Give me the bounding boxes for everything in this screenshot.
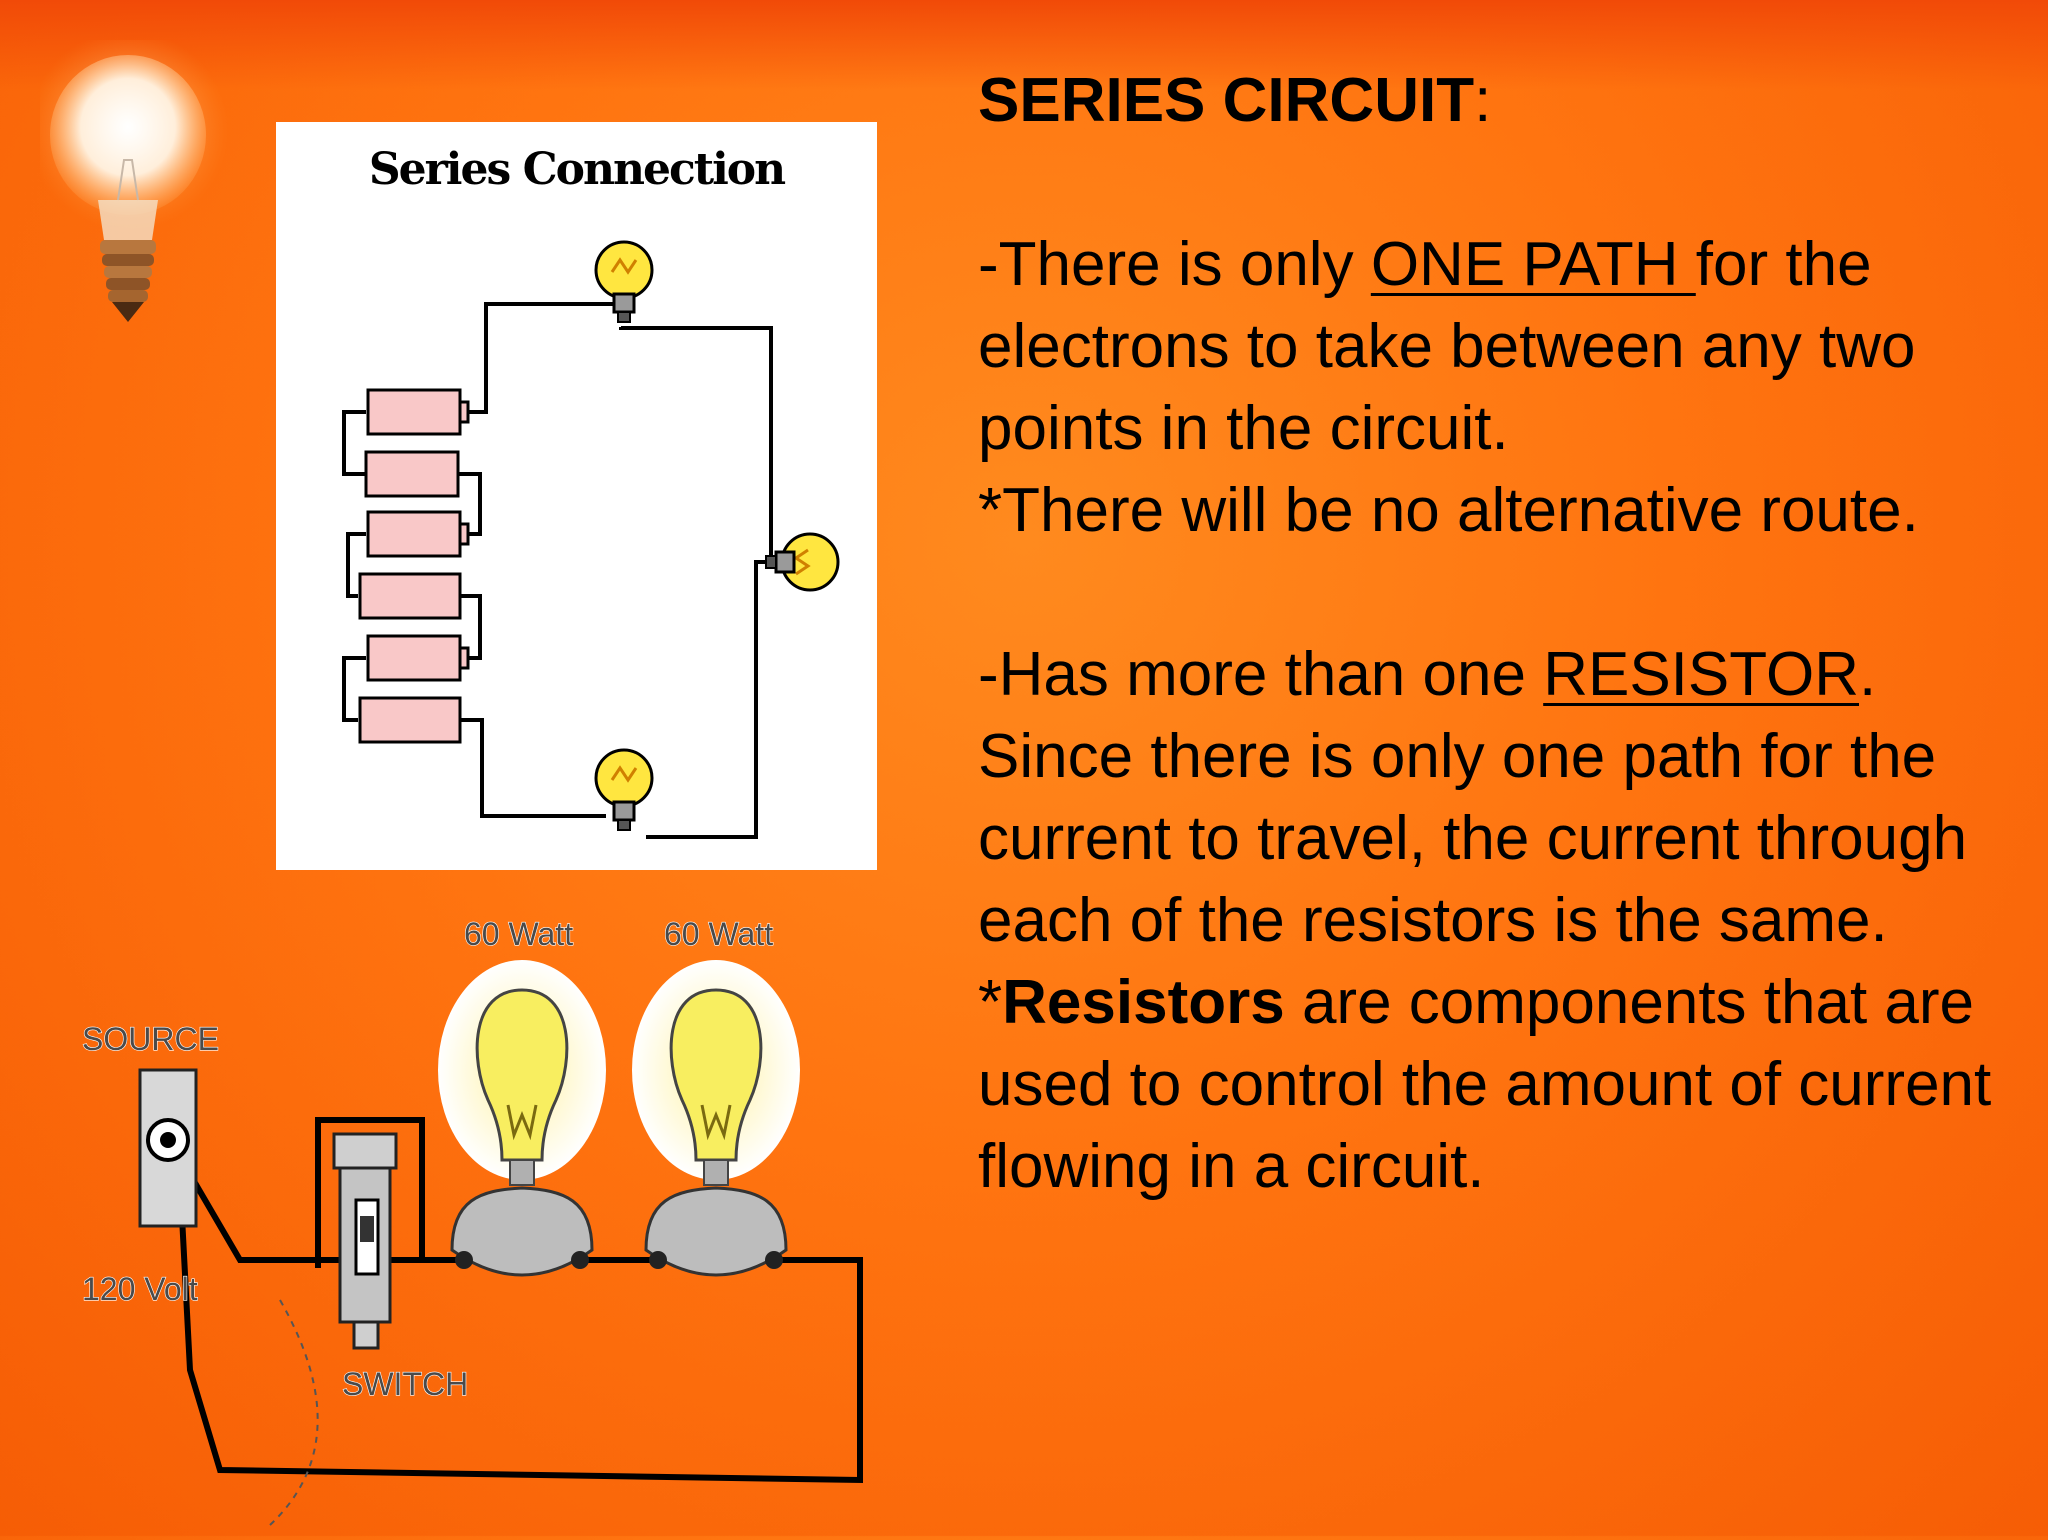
battery-1 xyxy=(366,388,470,436)
para1-pre: -There is only xyxy=(978,230,1371,299)
voltage-label: 120 Volt xyxy=(82,1271,198,1307)
heading-text: SERIES CIRCUIT xyxy=(978,66,1475,135)
series-circuit-svg xyxy=(342,240,840,839)
lightbulb-decoration-icon xyxy=(40,40,228,322)
top-bulb-icon xyxy=(594,240,654,323)
top-glow xyxy=(0,0,2048,90)
spacer xyxy=(978,552,2018,634)
right-bulb-icon xyxy=(765,532,840,592)
switch-label: SWITCH xyxy=(342,1366,468,1402)
battery-5 xyxy=(366,634,470,682)
slide-text: SERIES CIRCUIT: -There is only ONE PATH … xyxy=(978,60,2018,1208)
para2-post: . Since there is only one path for the c… xyxy=(978,640,1968,955)
note-resistors-text: are components that are used to control … xyxy=(978,968,1992,1201)
resistors-bold: Resistors xyxy=(1002,968,1285,1037)
light-switch-icon xyxy=(332,1132,398,1350)
note-alternative-route: *There will be no alternative route. xyxy=(978,476,1919,545)
slide-heading: SERIES CIRCUIT: xyxy=(978,60,2018,142)
bulb2-wattage-label: 60 Watt xyxy=(664,916,773,952)
bulb1-wattage-label: 60 Watt xyxy=(464,916,573,952)
series-connection-diagram: Series Connection xyxy=(276,122,877,870)
heading-colon: : xyxy=(1474,66,1492,135)
battery-2 xyxy=(364,450,460,498)
para1-post: for the electrons to take between any tw… xyxy=(978,230,1916,463)
battery-group xyxy=(358,388,470,744)
spacer xyxy=(978,142,2018,224)
one-path-emphasis: ONE PATH xyxy=(1370,230,1696,299)
paragraph-resistor: -Has more than one RESISTOR. Since there… xyxy=(978,634,2018,962)
bulb1-icon xyxy=(438,960,606,1277)
paragraph-one-path: -There is only ONE PATH for the electron… xyxy=(978,224,2018,470)
battery-4 xyxy=(358,572,462,620)
battery-6 xyxy=(358,696,462,744)
bottom-bulb-icon xyxy=(594,748,654,831)
note-resistors: *Resistors are components that are used … xyxy=(978,962,2018,1208)
resistor-emphasis: RESISTOR xyxy=(1543,640,1859,709)
diagram-title: Series Connection xyxy=(368,144,786,195)
para2-pre: -Has more than one xyxy=(978,640,1544,709)
bulb2-icon xyxy=(632,960,800,1277)
note-asterisk: * xyxy=(978,968,1003,1037)
household-circuit-diagram: SOURCE 120 Volt SWITCH 60 Watt 60 Watt xyxy=(81,915,863,1526)
battery-3 xyxy=(366,510,470,558)
source-label: SOURCE xyxy=(82,1021,219,1057)
outlet-source-icon xyxy=(138,1068,198,1228)
